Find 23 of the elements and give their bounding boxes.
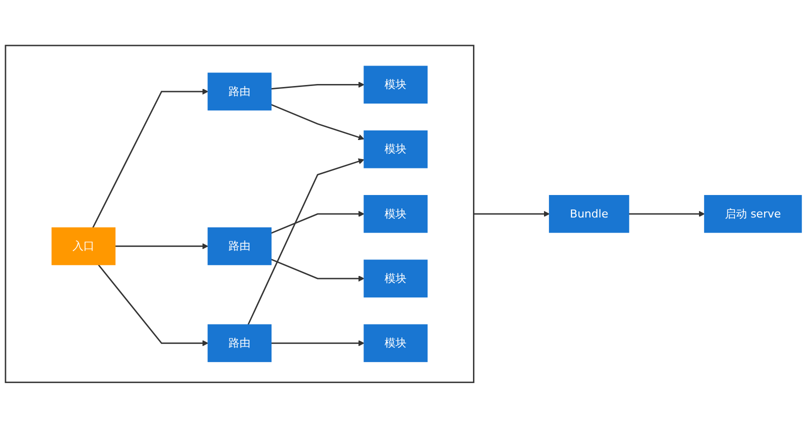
arrow xyxy=(628,210,705,218)
node-box: 路由 xyxy=(208,227,272,266)
arrow xyxy=(270,258,364,282)
node-box: Bundle xyxy=(548,195,630,233)
node-box: 启动 serve xyxy=(704,195,802,233)
arrow xyxy=(270,210,364,234)
node-box: 路由 xyxy=(208,72,272,111)
node-box: 模块 xyxy=(364,324,428,362)
arrow xyxy=(92,88,208,228)
node-box: 入口 xyxy=(52,227,116,266)
arrow xyxy=(270,104,364,140)
node-box: 模块 xyxy=(364,195,428,233)
node-box: 路由 xyxy=(208,324,272,362)
arrow xyxy=(248,158,364,325)
arrow xyxy=(271,82,364,90)
cluster xyxy=(4,44,474,384)
arrow xyxy=(474,210,550,218)
arrow xyxy=(115,243,208,250)
node-box: 模块 xyxy=(364,260,428,298)
node-box: 模块 xyxy=(364,130,428,168)
arrow xyxy=(271,340,364,346)
node-box: 模块 xyxy=(364,66,428,104)
arrow xyxy=(98,264,208,346)
